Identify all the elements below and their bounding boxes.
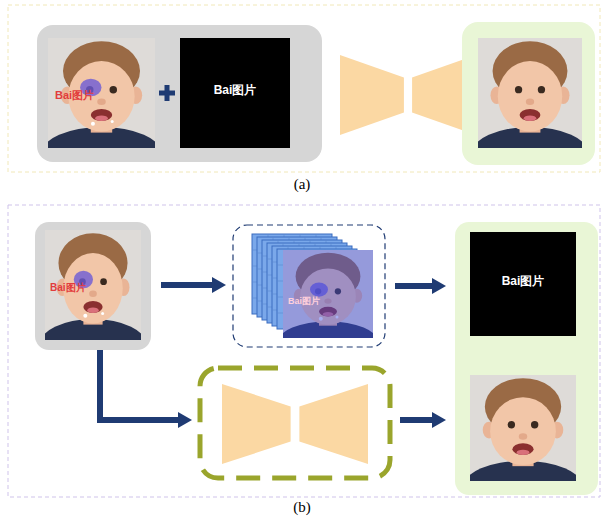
tongue xyxy=(524,116,536,122)
photo-background xyxy=(45,230,141,340)
damage-dot xyxy=(111,120,114,123)
eye xyxy=(538,86,545,93)
flow-arrow xyxy=(400,417,432,423)
feature-maps: Bai图片 xyxy=(250,232,375,340)
face xyxy=(498,61,562,131)
photo-image: Bai图片 xyxy=(48,38,155,148)
photo-background xyxy=(470,375,576,481)
nose xyxy=(519,433,527,439)
shirt xyxy=(472,127,588,180)
baby-photo xyxy=(48,38,155,148)
output-group-box xyxy=(455,222,598,495)
mask-image: Bai图片 xyxy=(180,38,290,148)
baby-photo xyxy=(278,250,375,340)
damage-dot xyxy=(91,122,95,126)
eye xyxy=(110,86,117,93)
panel-caption: (b) xyxy=(293,499,311,516)
mouth xyxy=(512,443,533,455)
damage-dot xyxy=(83,314,87,318)
tongue xyxy=(87,308,99,314)
encoder-shape xyxy=(222,384,291,464)
decoder-shape xyxy=(299,384,368,464)
mask-image: Bai图片 xyxy=(470,232,576,336)
damage-dot xyxy=(101,312,104,315)
eye xyxy=(100,278,107,285)
baby-photo xyxy=(464,375,583,512)
baby-photo xyxy=(472,38,588,180)
mouth xyxy=(91,109,112,121)
mouth xyxy=(83,301,102,313)
eye xyxy=(531,421,538,428)
watermark-text: Bai图片 xyxy=(214,84,257,97)
plus-sign xyxy=(165,85,170,101)
panel-caption: (a) xyxy=(294,176,311,193)
mask-background xyxy=(180,38,290,148)
watermark-text: Bai图片 xyxy=(288,297,320,307)
panel-border xyxy=(8,205,600,497)
nose xyxy=(97,99,106,106)
watermark-text: Bai图片 xyxy=(502,275,545,288)
shirt xyxy=(464,461,583,512)
nose xyxy=(89,291,97,298)
flow-arrow xyxy=(100,350,178,420)
watermark-text: Bai图片 xyxy=(55,89,94,101)
mouth xyxy=(520,109,541,121)
mask-background xyxy=(470,232,576,336)
flow-arrow xyxy=(161,282,212,288)
feature-tint xyxy=(283,250,373,338)
photo-background xyxy=(283,250,373,338)
tongue xyxy=(517,450,530,455)
watermark-text: Bai图片 xyxy=(50,282,86,293)
eye xyxy=(508,421,515,428)
photo-image: Bai图片 xyxy=(45,230,141,340)
eye xyxy=(515,86,522,93)
baby-photo xyxy=(45,230,141,340)
feature-box xyxy=(233,225,385,347)
tongue xyxy=(95,116,108,122)
photo-background xyxy=(478,38,582,148)
face xyxy=(490,397,556,465)
node-picture xyxy=(250,232,375,340)
flow-arrow xyxy=(395,283,432,289)
network-box xyxy=(200,368,390,478)
nose xyxy=(526,99,534,106)
encoder-shape xyxy=(340,55,404,135)
photo-background xyxy=(48,38,155,148)
